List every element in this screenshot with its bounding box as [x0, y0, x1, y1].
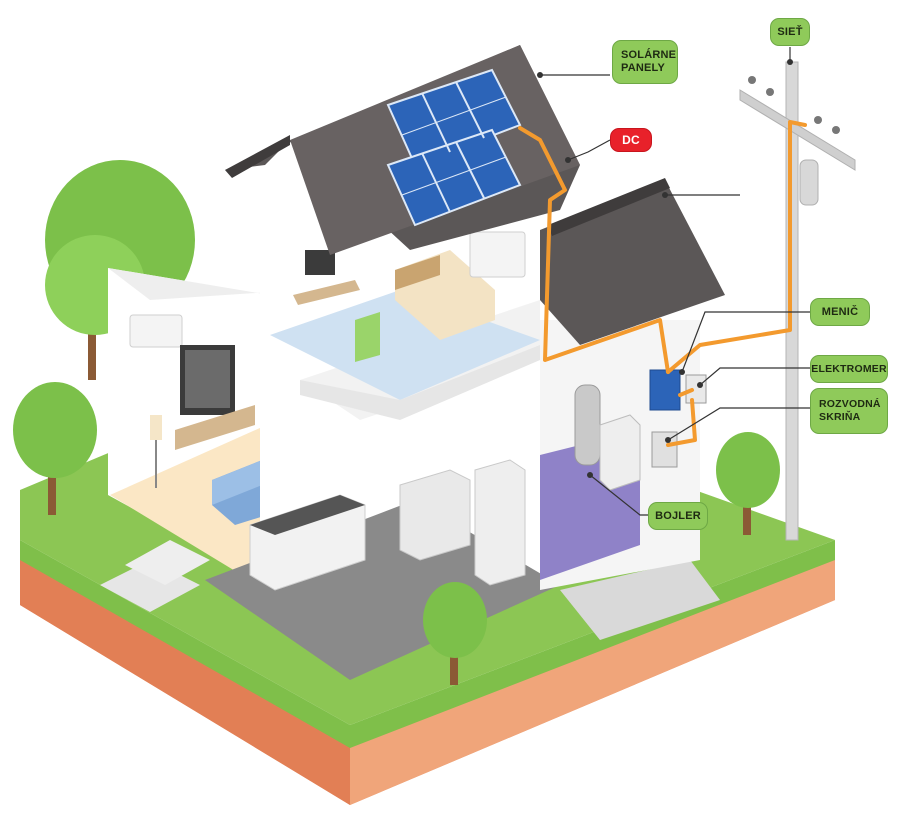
- label-solar-panels-text: SOLÁRNE PANELY: [621, 49, 677, 74]
- solar-panel-array: [386, 68, 522, 227]
- leader-lines: [540, 47, 810, 516]
- label-meter: ELEKTROMER: [810, 355, 888, 383]
- label-distribution-board-text: ROZVODNÁ SKRIŇA: [819, 398, 881, 423]
- label-boiler-text: BOJLER: [655, 509, 701, 522]
- label-meter-text: ELEKTROMER: [811, 362, 887, 375]
- label-inverter: MENIČ: [810, 298, 870, 326]
- label-solar-panels: SOLÁRNE PANELY: [612, 40, 678, 84]
- house-right-wing: [540, 320, 707, 590]
- label-grid: SIEŤ: [770, 18, 810, 46]
- label-dc: DC: [610, 128, 652, 152]
- label-inverter-text: MENIČ: [821, 305, 859, 318]
- label-grid-text: SIEŤ: [777, 25, 803, 38]
- tree-left-front: [13, 382, 97, 515]
- roof-right: [540, 178, 725, 345]
- tree-right-front: [716, 432, 780, 535]
- tree-center-front: [423, 582, 487, 685]
- label-boiler: BOJLER: [648, 502, 708, 530]
- label-dc-text: DC: [622, 132, 640, 147]
- entrance-steps: [100, 540, 210, 612]
- leader-dots: [537, 59, 793, 478]
- label-distribution-board: ROZVODNÁ SKRIŇA: [810, 388, 888, 434]
